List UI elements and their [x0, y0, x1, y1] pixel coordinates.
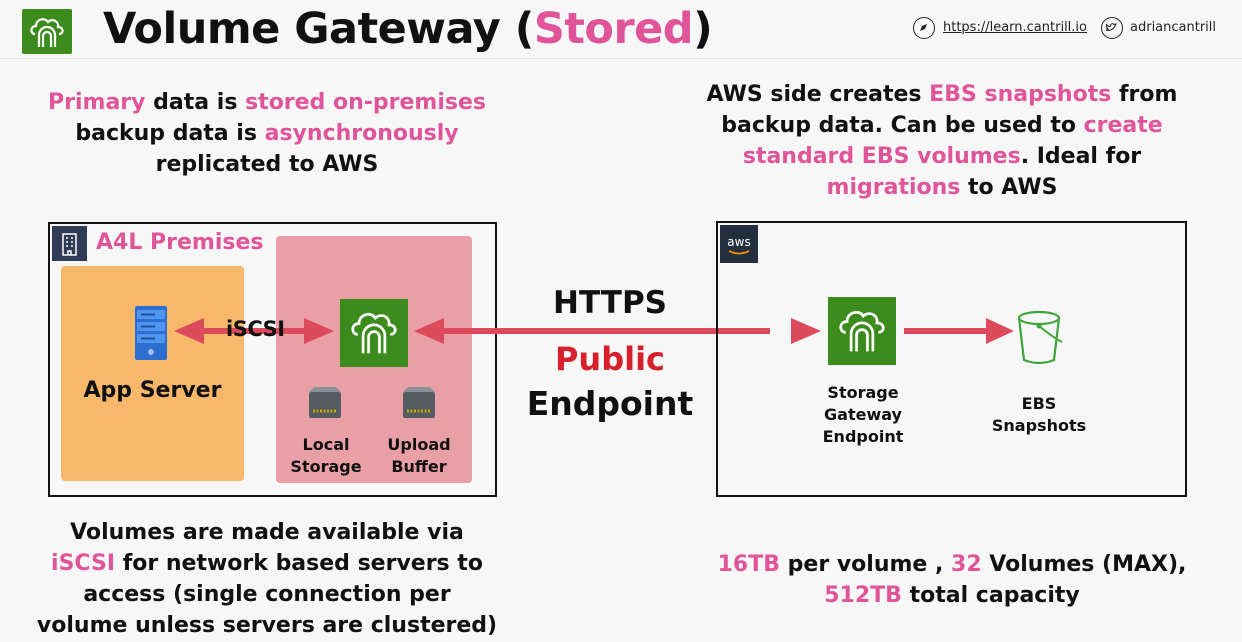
note-capacity-limits: 16TB per volume , 32 Volumes (MAX), 512T… — [717, 552, 1187, 608]
https-arrow-left-head — [414, 318, 444, 344]
server-icon — [133, 304, 169, 366]
https-arrow-right-head — [791, 318, 821, 344]
bucket-icon — [1014, 300, 1064, 372]
page-title: Volume Gateway (Stored) — [103, 4, 713, 54]
course-link[interactable]: https://learn.cantrill.io — [943, 20, 1087, 35]
app-server-label: App Server — [83, 378, 222, 403]
aws-logo-text: aws — [727, 235, 750, 249]
storage-gateway-endpoint-icon — [828, 297, 896, 365]
twitter-bird-icon — [1101, 17, 1123, 39]
https-arrow-line — [438, 328, 770, 334]
social-handle: adriancantrill — [1130, 20, 1217, 35]
note-aws-side: AWS side creates EBS snapshots from back… — [706, 82, 1178, 200]
premises-box — [48, 222, 497, 497]
https-label: HTTPS — [553, 285, 667, 321]
snapshot-arrow-head — [986, 318, 1014, 344]
header-divider — [0, 58, 1242, 59]
disk-drive-icon — [305, 384, 345, 428]
endpoint-label: Endpoint — [526, 384, 694, 423]
building-icon — [52, 226, 87, 261]
disk-drive-icon — [399, 384, 439, 428]
note-stored-primary: Primary data is stored on-premises backu… — [48, 90, 486, 177]
iscsi-arrow-left-head — [174, 318, 204, 344]
compass-icon — [913, 17, 935, 39]
iscsi-arrow-line — [198, 328, 310, 334]
app-server-zone — [61, 266, 244, 481]
aws-cloud-box — [716, 221, 1187, 497]
iscsi-label: iSCSI — [226, 317, 285, 341]
premises-title: A4L Premises — [96, 230, 264, 255]
storage-gateway-icon — [30, 18, 64, 47]
public-label: Public — [554, 340, 666, 378]
gateway-appliance-icon — [340, 299, 408, 367]
note-iscsi-volumes: Volumes are made available via iSCSI for… — [36, 520, 498, 638]
aws-logo: aws — [720, 225, 758, 263]
iscsi-arrow-right-head — [304, 318, 334, 344]
storage-gateway-logo — [22, 9, 72, 54]
